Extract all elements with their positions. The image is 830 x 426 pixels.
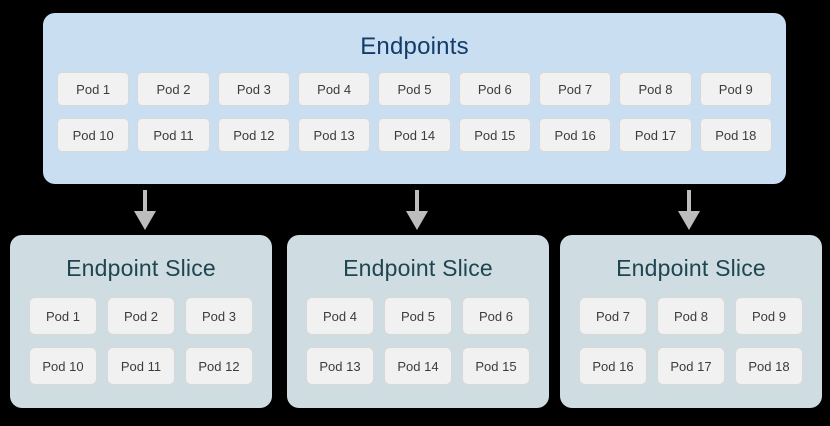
pod-chip[interactable]: Pod 11 (107, 347, 175, 385)
endpoint-slice-pod-row: Pod 16 Pod 17 Pod 18 (579, 347, 803, 385)
pod-chip[interactable]: Pod 15 (458, 118, 531, 152)
pod-chip[interactable]: Pod 6 (462, 297, 530, 335)
endpoint-slice-pod-grid: Pod 7 Pod 8 Pod 9 Pod 16 Pod 17 Pod 18 (579, 297, 803, 385)
endpoint-slice-pod-row: Pod 7 Pod 8 Pod 9 (579, 297, 803, 335)
arrow-head (678, 211, 700, 230)
down-arrow-icon (134, 190, 156, 230)
endpoint-slice-pod-grid: Pod 4 Pod 5 Pod 6 Pod 13 Pod 14 Pod 15 (306, 297, 530, 385)
endpoints-pod-row: Pod 10 Pod 11 Pod 12 Pod 13 Pod 14 Pod 1… (57, 118, 772, 152)
endpoints-pod-grid: Pod 1 Pod 2 Pod 3 Pod 4 Pod 5 Pod 6 Pod … (57, 72, 772, 152)
endpoints-pod-row: Pod 1 Pod 2 Pod 3 Pod 4 Pod 5 Pod 6 Pod … (57, 72, 772, 106)
pod-chip[interactable]: Pod 2 (137, 72, 210, 106)
pod-chip[interactable]: Pod 16 (538, 118, 612, 152)
pod-chip[interactable]: Pod 6 (458, 72, 531, 106)
arrow-shaft (415, 190, 419, 214)
pod-chip[interactable]: Pod 5 (378, 72, 451, 106)
pod-chip[interactable]: Pod 7 (538, 72, 612, 106)
pod-chip[interactable]: Pod 3 (185, 297, 253, 335)
endpoint-slice-pod-row: Pod 10 Pod 11 Pod 12 (29, 347, 253, 385)
endpoint-slice-box: Endpoint Slice Pod 4 Pod 5 Pod 6 Pod 13 … (287, 235, 549, 408)
pod-chip[interactable]: Pod 9 (699, 72, 772, 106)
arrow-shaft (143, 190, 147, 214)
pod-chip[interactable]: Pod 13 (306, 347, 374, 385)
endpoint-slice-pod-grid: Pod 1 Pod 2 Pod 3 Pod 10 Pod 11 Pod 12 (29, 297, 253, 385)
pod-chip[interactable]: Pod 8 (657, 297, 725, 335)
pod-chip[interactable]: Pod 4 (306, 297, 374, 335)
pod-chip[interactable]: Pod 10 (57, 118, 130, 152)
endpoint-slice-pod-row: Pod 13 Pod 14 Pod 15 (306, 347, 530, 385)
pod-chip[interactable]: Pod 14 (378, 118, 451, 152)
endpoints-box: Endpoints Pod 1 Pod 2 Pod 3 Pod 4 Pod 5 … (43, 13, 786, 184)
pod-chip[interactable]: Pod 14 (384, 347, 452, 385)
pod-chip[interactable]: Pod 1 (57, 72, 130, 106)
pod-chip[interactable]: Pod 1 (29, 297, 97, 335)
pod-chip[interactable]: Pod 16 (579, 347, 647, 385)
pod-chip[interactable]: Pod 12 (185, 347, 253, 385)
arrow-head (406, 211, 428, 230)
pod-chip[interactable]: Pod 13 (297, 118, 371, 152)
down-arrow-icon (678, 190, 700, 230)
pod-chip[interactable]: Pod 12 (217, 118, 290, 152)
arrow-head (134, 211, 156, 230)
endpoint-slice-title: Endpoint Slice (66, 255, 216, 281)
pod-chip[interactable]: Pod 18 (735, 347, 803, 385)
down-arrow-icon (406, 190, 428, 230)
arrow-shaft (687, 190, 691, 214)
pod-chip[interactable]: Pod 15 (462, 347, 530, 385)
pod-chip[interactable]: Pod 17 (657, 347, 725, 385)
pod-chip[interactable]: Pod 5 (384, 297, 452, 335)
endpoints-title: Endpoints (360, 33, 469, 60)
pod-chip[interactable]: Pod 3 (217, 72, 290, 106)
pod-chip[interactable]: Pod 18 (699, 118, 772, 152)
pod-chip[interactable]: Pod 4 (297, 72, 371, 106)
endpoint-slice-pod-row: Pod 1 Pod 2 Pod 3 (29, 297, 253, 335)
pod-chip[interactable]: Pod 17 (619, 118, 692, 152)
pod-chip[interactable]: Pod 10 (29, 347, 97, 385)
pod-chip[interactable]: Pod 9 (735, 297, 803, 335)
endpoint-slice-pod-row: Pod 4 Pod 5 Pod 6 (306, 297, 530, 335)
endpoint-slice-title: Endpoint Slice (616, 255, 766, 281)
pod-chip[interactable]: Pod 11 (137, 118, 210, 152)
pod-chip[interactable]: Pod 8 (619, 72, 692, 106)
endpoint-slice-title: Endpoint Slice (343, 255, 493, 281)
pod-chip[interactable]: Pod 2 (107, 297, 175, 335)
endpoint-slice-box: Endpoint Slice Pod 1 Pod 2 Pod 3 Pod 10 … (10, 235, 272, 408)
endpoint-slice-box: Endpoint Slice Pod 7 Pod 8 Pod 9 Pod 16 … (560, 235, 822, 408)
pod-chip[interactable]: Pod 7 (579, 297, 647, 335)
